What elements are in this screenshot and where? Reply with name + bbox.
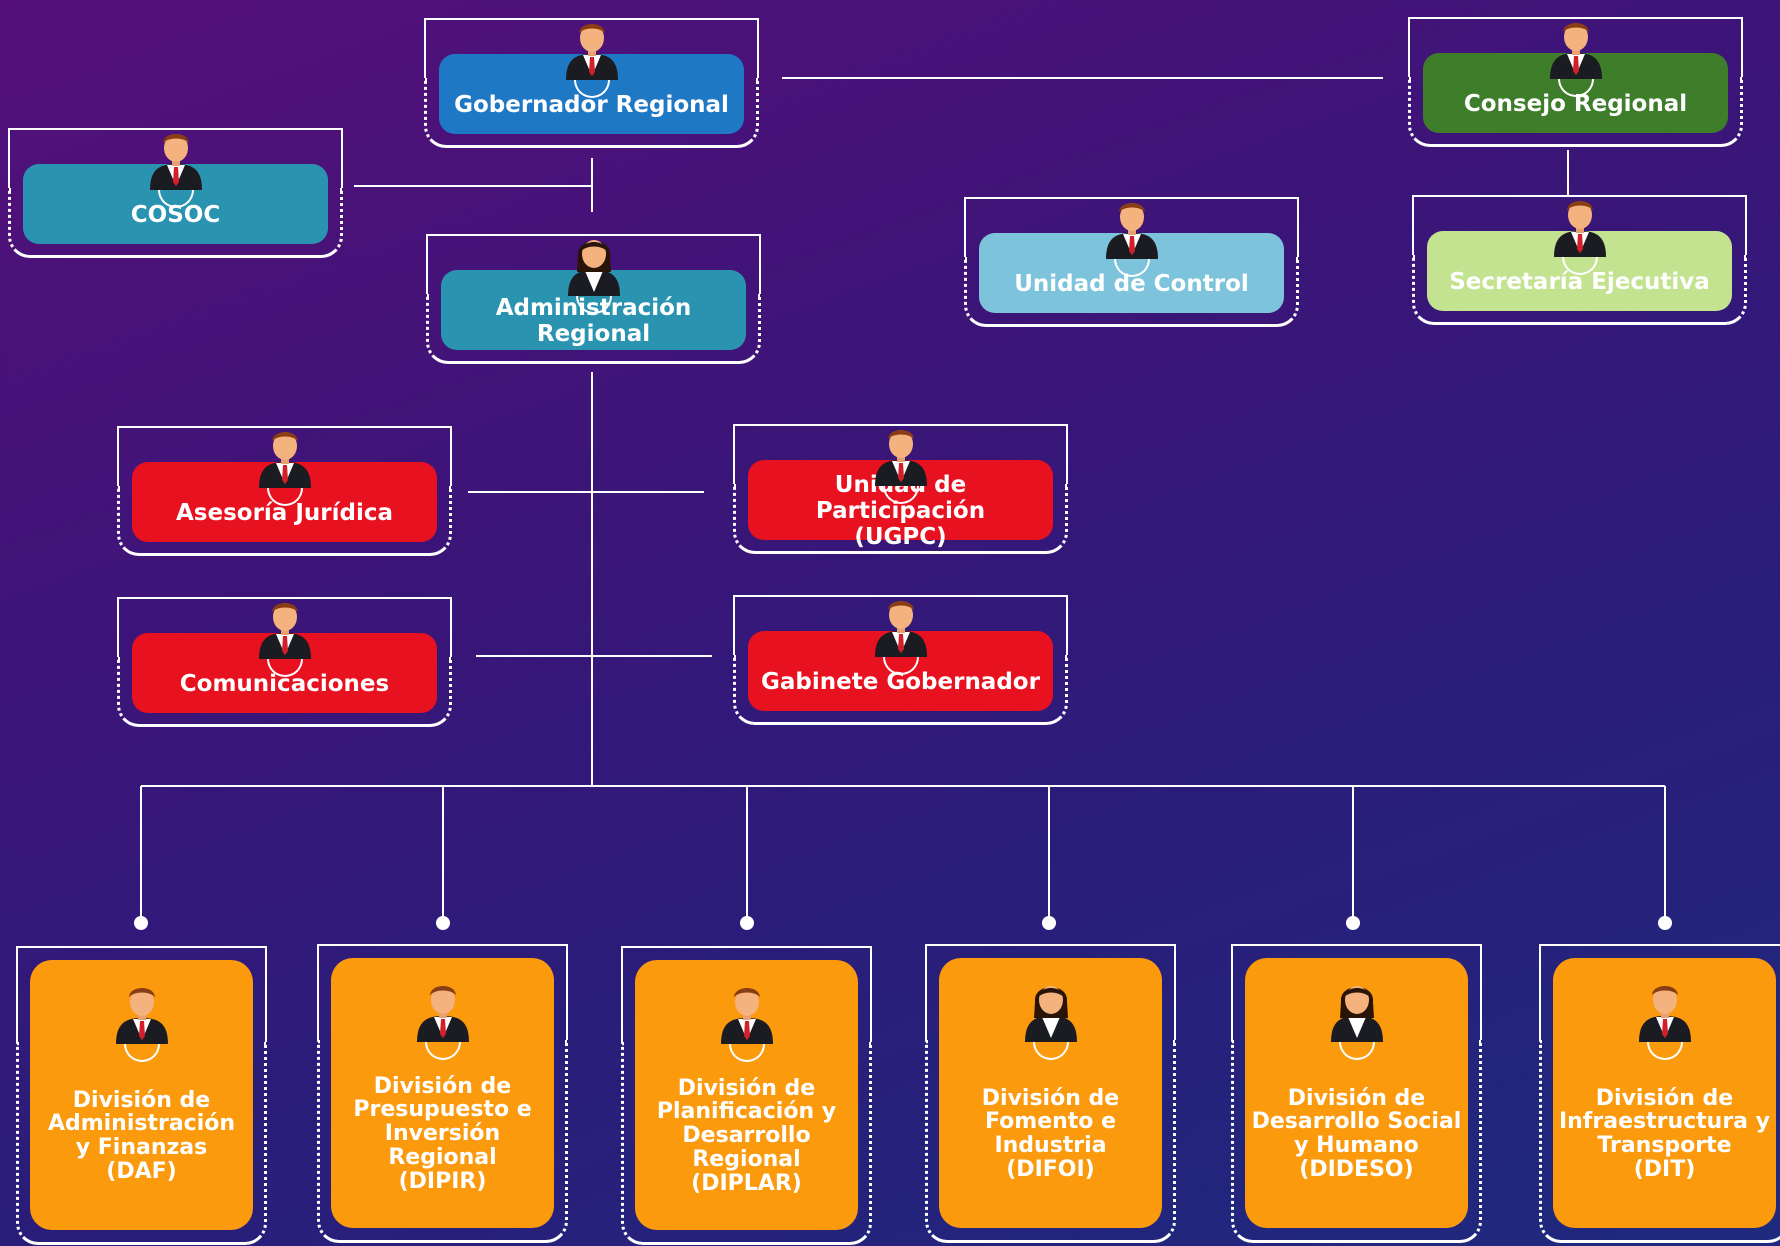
female-person-icon <box>1022 978 1080 1042</box>
node-label: Unidad de Participación (UGPC) <box>815 472 986 550</box>
node-tray <box>8 188 343 258</box>
division-dipir: División de Presupuesto e Inversión Regi… <box>317 944 568 1243</box>
node-tray <box>1408 77 1743 147</box>
node-label: División de Planificación y Desarrollo R… <box>656 1075 837 1196</box>
division-dideso: División de Desarrollo Social y Humano (… <box>1231 944 1482 1243</box>
male-person-icon <box>256 595 314 659</box>
node-frame <box>733 424 1068 484</box>
male-person-icon <box>256 424 314 488</box>
node-tray <box>733 484 1068 554</box>
node-label: Consejo Regional <box>1463 91 1688 117</box>
node-tray <box>424 78 759 148</box>
node-tray <box>733 655 1068 725</box>
node-frame <box>1231 944 1482 1040</box>
node-frame <box>117 597 452 657</box>
node-tray <box>925 1040 1176 1243</box>
node-tray <box>117 486 452 556</box>
male-person-icon <box>147 126 205 190</box>
node-tray <box>1412 255 1747 325</box>
node-tray <box>16 1042 267 1245</box>
division-difoi: División de Fomento e Industria (DIFOI) <box>925 944 1176 1243</box>
node-label: Gabinete Gobernador <box>761 669 1040 695</box>
node-frame <box>925 944 1176 1040</box>
node-frame <box>1408 17 1743 77</box>
node-tray <box>964 257 1299 327</box>
node-tray <box>317 1040 568 1243</box>
node-frame <box>1539 944 1780 1040</box>
node-unidad-de-control: Unidad de Control <box>964 197 1299 327</box>
node-label: Asesoría Jurídica <box>176 500 393 526</box>
node-asesoria-juridica: Asesoría Jurídica <box>117 426 452 556</box>
node-frame <box>621 946 872 1042</box>
division-diplar: División de Planificación y Desarrollo R… <box>621 946 872 1245</box>
node-frame <box>424 18 759 78</box>
node-label: Gobernador Regional <box>454 92 729 118</box>
male-person-icon <box>1551 193 1609 257</box>
female-person-icon <box>1328 978 1386 1042</box>
node-frame <box>317 944 568 1040</box>
node-frame <box>733 595 1068 655</box>
node-unidad-de-participacion: Unidad de Participación (UGPC) <box>733 424 1068 554</box>
node-frame <box>964 197 1299 257</box>
node-tray <box>426 294 761 364</box>
node-comunicaciones: Comunicaciones <box>117 597 452 727</box>
node-administracion-regional: Administración Regional <box>426 234 761 364</box>
male-person-icon <box>414 978 472 1042</box>
male-person-icon <box>872 422 930 486</box>
node-label: División de Desarrollo Social y Humano (… <box>1251 1085 1462 1182</box>
node-frame <box>426 234 761 294</box>
node-gobernador-regional: Gobernador Regional <box>424 18 759 148</box>
node-tray <box>117 657 452 727</box>
node-gabinete-gobernador: Gabinete Gobernador <box>733 595 1068 725</box>
node-label: División de Administración y Finanzas (D… <box>47 1087 236 1184</box>
node-tray <box>621 1042 872 1245</box>
node-frame <box>1412 195 1747 255</box>
male-person-icon <box>718 980 776 1044</box>
node-secretaria-ejecutiva: Secretaría Ejecutiva <box>1412 195 1747 325</box>
node-cosoc: COSOC <box>8 128 343 258</box>
division-dit: División de Infraestructura y Transporte… <box>1539 944 1780 1243</box>
female-person-icon <box>565 232 623 296</box>
male-person-icon <box>1103 195 1161 259</box>
node-label: División de Infraestructura y Transporte… <box>1558 1085 1771 1182</box>
node-frame <box>16 946 267 1042</box>
node-label: Unidad de Control <box>1014 271 1249 297</box>
node-label: Secretaría Ejecutiva <box>1449 269 1710 295</box>
node-label: División de Fomento e Industria (DIFOI) <box>981 1085 1120 1182</box>
division-daf: División de Administración y Finanzas (D… <box>16 946 267 1245</box>
male-person-icon <box>113 980 171 1044</box>
node-frame <box>117 426 452 486</box>
male-person-icon <box>563 16 621 80</box>
male-person-icon <box>1636 978 1694 1042</box>
node-consejo-regional: Consejo Regional <box>1408 17 1743 147</box>
node-tray <box>1231 1040 1482 1243</box>
node-frame <box>8 128 343 188</box>
node-tray <box>1539 1040 1780 1243</box>
male-person-icon <box>872 593 930 657</box>
male-person-icon <box>1547 15 1605 79</box>
node-label: División de Presupuesto e Inversión Regi… <box>353 1073 532 1194</box>
